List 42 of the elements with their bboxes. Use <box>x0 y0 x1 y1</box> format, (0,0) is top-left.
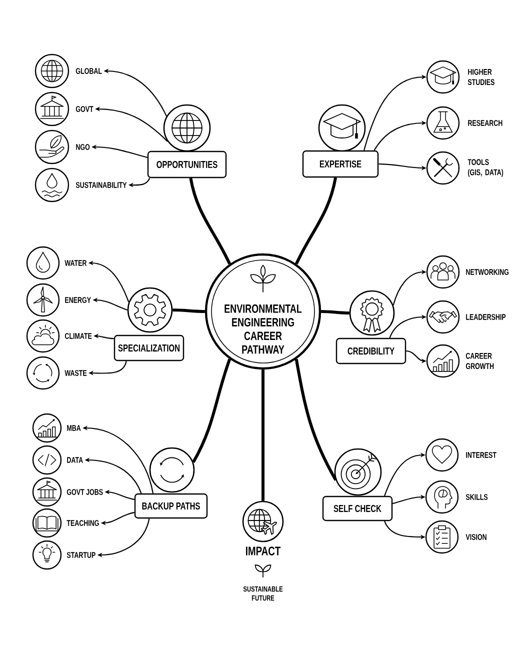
item-label: CLIMATE <box>64 333 92 339</box>
connector-line <box>172 308 205 313</box>
item-label: SKILLS <box>466 494 488 500</box>
heading: IMPACT <box>246 546 281 556</box>
item-label: NGO <box>76 144 90 150</box>
connector-line <box>189 178 232 265</box>
item-label: WATER <box>64 260 87 266</box>
globe-icon <box>163 104 211 152</box>
item-label: RESEARCH <box>468 120 502 126</box>
item-label: VISION <box>466 534 486 540</box>
connector-line <box>321 310 350 314</box>
item-label: WASTE <box>64 370 87 376</box>
item-label: MBA <box>67 425 81 431</box>
label-box: CREDIBILITY <box>336 338 406 364</box>
item-label: STARTUP <box>66 552 96 558</box>
main-title: ENVIRONMENTAL ENGINEERING CAREER PATHWAY <box>224 304 302 354</box>
award-badge-icon <box>349 290 395 336</box>
label-box: SPECIALIZATION <box>114 334 184 362</box>
item-label: NETWORKING <box>466 269 509 275</box>
item-label: GOVT <box>76 106 94 112</box>
item-label: INTEREST <box>466 452 496 458</box>
item-label: TEACHING <box>66 520 99 526</box>
connector-line <box>294 177 338 265</box>
connector-line <box>192 358 232 463</box>
label-box: EXPERTISE <box>302 150 379 178</box>
connector-line <box>262 370 264 501</box>
item-label: LEADERSHIP <box>466 314 506 320</box>
label-box: SELF CHECK <box>322 496 393 522</box>
item-label: SUSTAINABILITY <box>76 182 127 188</box>
item-label: CAREER GROWTH <box>466 352 494 370</box>
item-label: GOVT JOBS <box>66 489 103 495</box>
label-box: OPPORTUNITIES <box>147 150 227 178</box>
refresh-icon <box>149 447 195 493</box>
gear-icon <box>127 287 173 333</box>
graduation-cap-icon <box>318 104 366 152</box>
label-box: BACKUP PATHS <box>134 493 208 519</box>
item-label: HIGHER STUDIES <box>468 68 494 86</box>
item-label: TOOLS (GIS, DATA) <box>468 159 504 177</box>
item-label: ENERGY <box>65 297 91 303</box>
item-label: DATA <box>67 457 83 463</box>
item-label: GLOBAL <box>76 68 102 74</box>
target-icon <box>334 448 382 496</box>
